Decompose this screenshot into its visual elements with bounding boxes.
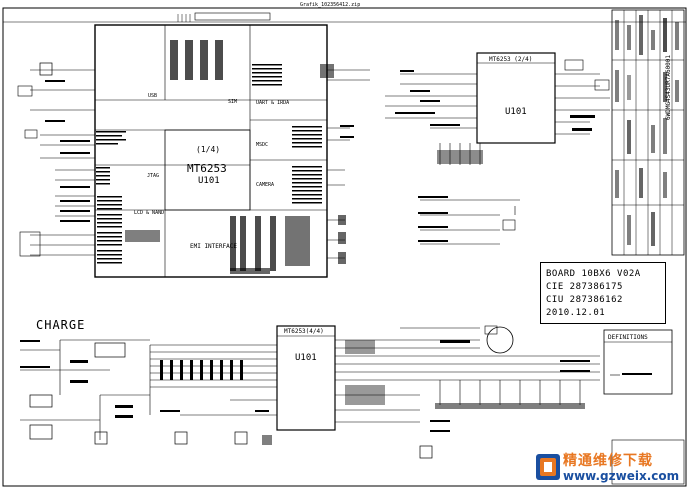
- u101-top-right-chip: [476, 52, 556, 144]
- u101-main-ref: U101: [198, 176, 220, 186]
- watermark: 精通维修下载 www.gzweix.com: [535, 450, 685, 486]
- top-right-chip-nets: [385, 73, 610, 165]
- charge-right-components: [345, 325, 590, 459]
- board-info-line-3: CIU 287386162: [546, 295, 623, 305]
- caps-right-of-main: [320, 64, 354, 264]
- mid-right-labels: [418, 196, 448, 242]
- board-info-line-1: BOARD 10BX6 V02A: [546, 269, 641, 279]
- main-chip-left-nets: [30, 69, 95, 256]
- board-info-box: BOARD 10BX6 V02A CIE 287386175 CIU 28738…: [540, 262, 666, 324]
- charge-left-nets: [20, 339, 277, 440]
- title-block: [611, 9, 685, 256]
- charge-section-label: CHARGE: [36, 318, 86, 332]
- watermark-logo-icon: [536, 454, 560, 480]
- top-pin-strip: [177, 12, 271, 22]
- u101-top-right-name: MT6253 (2/4): [489, 56, 532, 63]
- u101-main-chip: [94, 24, 328, 278]
- block-emi: EMI INTERFACE: [190, 243, 237, 250]
- bottom-title-block: [611, 439, 685, 485]
- u101-charge-name: MT6253(4/4): [284, 328, 324, 335]
- board-info-line-4: 2010.12.01: [546, 308, 606, 318]
- title-block-code: 6WDMG4S43UR7A60001: [665, 55, 672, 120]
- pin-label-clusters: [96, 40, 322, 274]
- block-msdc: MSDC: [256, 142, 268, 148]
- watermark-cn-text: 精通维修下载: [563, 453, 653, 469]
- top-right-components: [395, 59, 610, 164]
- u101-charge-ref: U101: [295, 353, 317, 363]
- file-name: Grafik_102356412.zip: [300, 2, 360, 8]
- charge-right-nets: [335, 327, 600, 423]
- board-info-line-2: CIE 287386175: [546, 282, 623, 292]
- charge-left-components: [20, 340, 272, 445]
- drawing-border: [2, 7, 687, 487]
- left-component-cluster: [17, 62, 90, 257]
- watermark-url: www.gzweix.com: [563, 469, 680, 483]
- charge-chip: [276, 325, 336, 431]
- block-jtag: JTAG: [147, 173, 159, 179]
- block-uart: UART & IRDA: [256, 100, 289, 106]
- definitions-box: [603, 329, 673, 395]
- block-lcd-nand: LCD & NAND: [134, 210, 164, 216]
- u101-main-part: (1/4): [196, 145, 220, 154]
- mid-right-circuit: [420, 199, 520, 245]
- u101-main-name: MT6253: [187, 162, 227, 175]
- block-usb: USB: [148, 93, 157, 99]
- main-chip-right-nets: [327, 69, 370, 259]
- u101-top-right-ref: U101: [505, 107, 527, 117]
- block-camera: CAMERA: [256, 182, 274, 188]
- definitions-label: DEFINITIONS: [608, 334, 648, 341]
- block-sim: SIM: [228, 99, 237, 105]
